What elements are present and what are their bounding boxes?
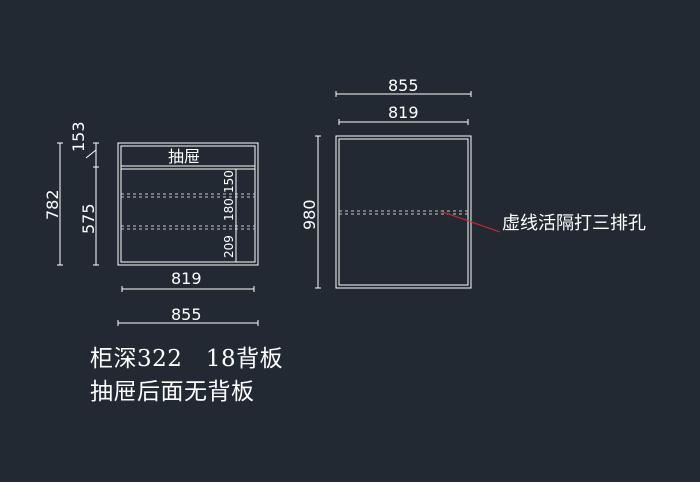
- right-width-dimensions: [335, 91, 472, 125]
- shelf-spacing-209: 209: [222, 235, 236, 258]
- left-dim-153: 153: [69, 121, 88, 152]
- shelf-spacing-180: 180: [222, 198, 236, 221]
- shelf-spacing-150: 150: [222, 170, 236, 193]
- note-line-1: 柜深322 18背板: [90, 346, 284, 372]
- right-cabinet-outline: [335, 135, 472, 289]
- drawer-label: 抽屉: [168, 147, 200, 166]
- left-dim-819: 819: [171, 269, 202, 288]
- left-width-dimensions: [117, 286, 259, 326]
- right-height-dimension: [315, 135, 321, 289]
- dim-leader-153: [85, 149, 97, 159]
- right-dim-819: 819: [388, 103, 419, 122]
- right-cabinet: [335, 135, 472, 289]
- left-dim-855: 855: [171, 305, 202, 324]
- callout-text: 虚线活隔打三排孔: [502, 213, 646, 234]
- note-line-2: 抽屉后面无背板: [90, 379, 255, 405]
- left-cabinet-outline: [117, 142, 259, 266]
- left-dim-575: 575: [79, 203, 98, 234]
- left-cabinet: [117, 142, 259, 266]
- right-dim-980: 980: [300, 199, 319, 230]
- left-height-dimensions: [57, 142, 99, 266]
- left-cabinet-inner-outline: [120, 145, 256, 263]
- callout-leader-line: [439, 210, 501, 233]
- left-dim-782: 782: [43, 189, 62, 220]
- right-dim-855: 855: [388, 76, 419, 95]
- right-cabinet-inner-outline: [338, 138, 469, 286]
